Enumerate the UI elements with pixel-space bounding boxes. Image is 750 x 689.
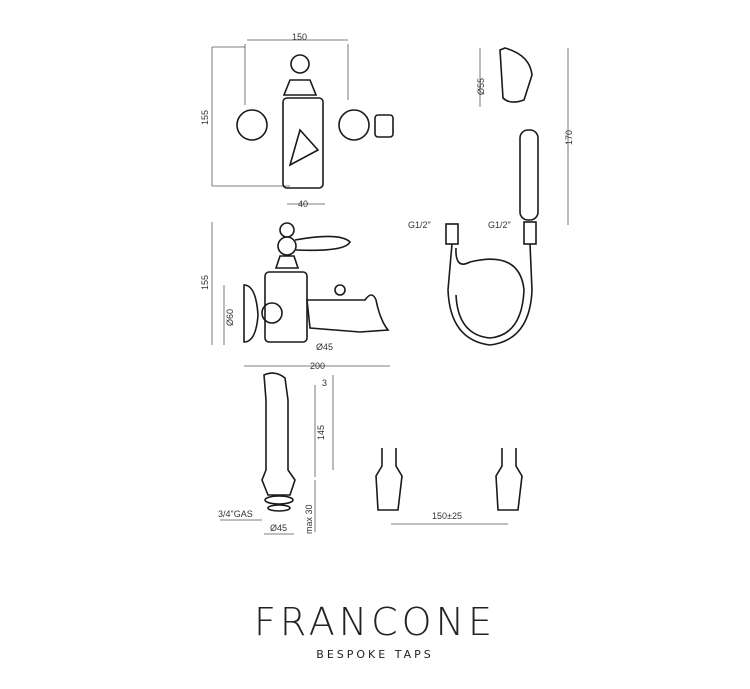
dim-top-base: 40 [298,199,308,209]
dim-column-height: 145 [316,425,326,440]
dim-top-height: 155 [200,110,210,125]
dim-handshower-diameter: Ø55 [476,78,486,95]
hand-shower: Ø55 170 G1/2" G1/2" [408,47,574,346]
dim-column-diameter: Ø45 [270,523,287,533]
dim-spout-diameter: Ø45 [316,342,333,352]
dim-side-diameter: Ø60 [225,309,235,326]
dim-column-spacing: 150±25 [432,511,462,521]
dim-column-max: max 30 [304,504,314,534]
mixer-side-view: 155 Ø60 Ø45 200 [200,222,390,371]
brand-tagline: BESPOKE TAPS [316,648,434,661]
brand-logo: FRANCONE [253,600,497,644]
dim-side-length: 200 [310,361,325,371]
dim-column-thread: 3/4"GAS [218,509,253,519]
hose-thread-left: G1/2" [408,220,431,230]
dim-handshower-length: 170 [564,130,574,145]
column-view: 3 145 max 30 3/4"GAS Ø45 [218,372,334,535]
dim-side-height: 155 [200,275,210,290]
mixer-top-view: 150 155 40 [200,32,394,209]
hose-thread-right: G1/2" [488,220,511,230]
dim-column-top: 3 [322,378,327,388]
dim-top-width: 150 [292,32,307,42]
deck-mount-view: 150±25 [375,448,523,525]
